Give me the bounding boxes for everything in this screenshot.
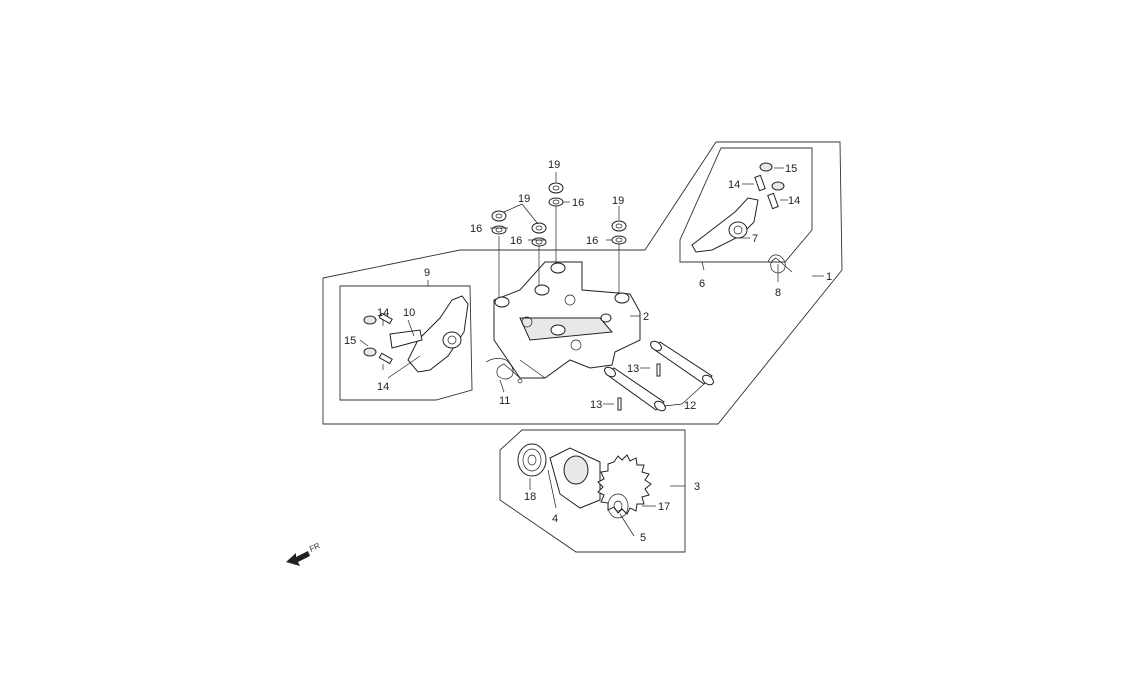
direction-label: FR (308, 541, 322, 554)
rocker-shafts (604, 340, 714, 412)
callout-14-left-upper: 14 (377, 307, 389, 319)
callout-19-c: 19 (612, 195, 624, 207)
washer-stack (491, 182, 627, 247)
callout-9: 9 (424, 267, 430, 279)
rocker-arm-7 (691, 162, 785, 253)
callout-5: 5 (640, 532, 646, 544)
callout-15-top: 15 (785, 163, 797, 175)
arrow-icon (286, 551, 310, 566)
callout-7: 7 (752, 233, 758, 245)
callout-12: 12 (684, 400, 696, 412)
callout-14-left-lower: 14 (377, 381, 389, 393)
callout-19-a: 19 (548, 159, 560, 171)
callout-16-c: 16 (572, 197, 584, 209)
assembly-3-outline (499, 429, 686, 553)
callout-4: 4 (552, 513, 558, 525)
stud-lines (498, 206, 620, 298)
assembly-1-outline (322, 141, 843, 425)
callout-6: 6 (699, 278, 705, 290)
camshaft-assembly (517, 443, 652, 519)
callout-13-lower: 13 (590, 399, 602, 411)
callout-18: 18 (524, 491, 536, 503)
callout-1: 1 (826, 271, 832, 283)
callout-17: 17 (658, 501, 670, 513)
callouts: 1 2 3 4 5 6 7 8 9 10 11 12 13 13 14 14 1… (344, 159, 832, 544)
callout-16-a: 16 (470, 223, 482, 235)
callout-13-upper: 13 (627, 363, 639, 375)
callout-14-top-right: 14 (788, 195, 800, 207)
callout-15-left: 15 (344, 335, 356, 347)
leader-lines (359, 167, 824, 537)
callout-10: 10 (403, 307, 415, 319)
front-direction-arrow: FR (286, 541, 322, 566)
callout-2: 2 (643, 311, 649, 323)
rocker-arm-10 (363, 295, 469, 373)
callout-14-top-left: 14 (728, 179, 740, 191)
callout-16-d: 16 (586, 235, 598, 247)
rocker-arm-holder (493, 261, 641, 379)
callout-8: 8 (775, 287, 781, 299)
torsion-spring-8 (767, 254, 793, 274)
assembly-9-outline (339, 285, 473, 401)
callout-3: 3 (694, 481, 700, 493)
callout-11: 11 (499, 395, 510, 407)
callout-16-b: 16 (510, 235, 522, 247)
torsion-spring-11 (485, 358, 523, 384)
callout-19-b: 19 (518, 193, 530, 205)
